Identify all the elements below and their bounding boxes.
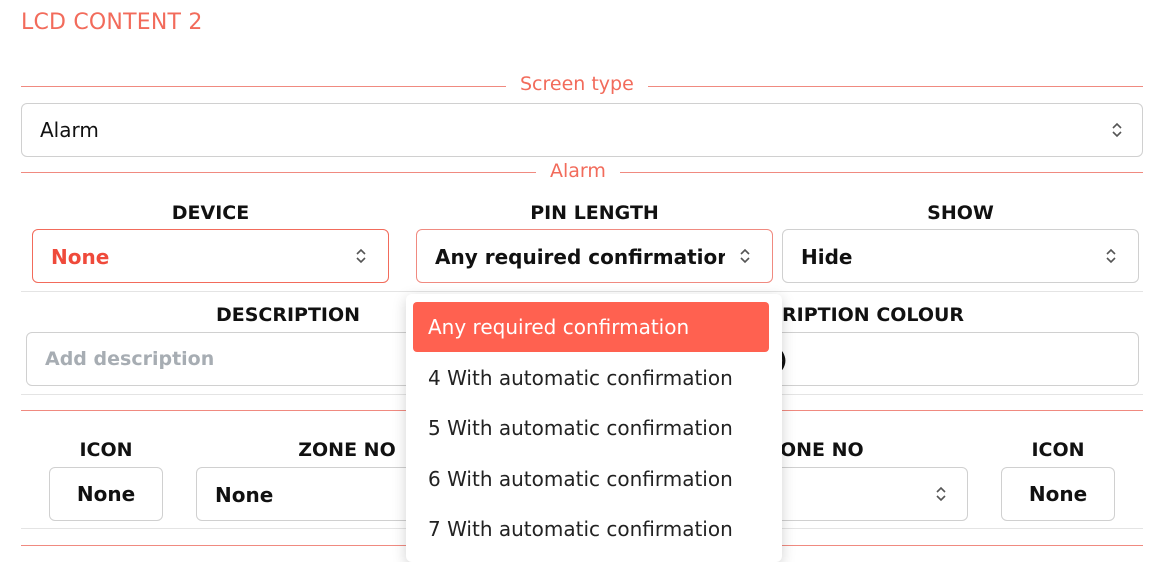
zone-no-value: None bbox=[215, 483, 274, 507]
icon-left-header: ICON bbox=[79, 439, 133, 461]
device-header: DEVICE bbox=[171, 202, 250, 224]
icon-right-button[interactable]: None bbox=[1001, 467, 1115, 521]
pin-length-value: Any required confirmatior bbox=[435, 245, 725, 269]
zone-no-header: ZONE NO bbox=[298, 439, 396, 461]
device-select[interactable]: None bbox=[32, 229, 389, 283]
pin-length-header: PIN LENGTH bbox=[530, 202, 659, 224]
dropdown-option[interactable]: 7 With automatic confirmation bbox=[428, 517, 733, 541]
description-header: DESCRIPTION bbox=[215, 304, 361, 326]
alarm-section-label: Alarm bbox=[536, 160, 620, 182]
pin-length-select[interactable]: Any required confirmatior bbox=[416, 229, 773, 283]
chevron-updown-icon bbox=[1112, 122, 1122, 138]
row-divider bbox=[21, 291, 1143, 292]
show-value: Hide bbox=[801, 245, 853, 269]
chevron-updown-icon bbox=[1106, 248, 1116, 264]
icon-left-button[interactable]: None bbox=[49, 467, 163, 521]
chevron-updown-icon bbox=[356, 248, 366, 264]
description-placeholder: Add description bbox=[45, 348, 215, 370]
icon-right-header: ICON bbox=[1031, 439, 1085, 461]
chevron-updown-icon bbox=[936, 486, 946, 502]
chevron-updown-icon bbox=[740, 248, 750, 264]
pin-length-dropdown: Any required confirmation 4 With automat… bbox=[406, 294, 782, 562]
show-header: SHOW bbox=[927, 202, 994, 224]
description-colour-header: RIPTION COLOUR bbox=[782, 304, 965, 326]
dropdown-option[interactable]: Any required confirmation bbox=[413, 302, 769, 352]
screen-type-label: Screen type bbox=[506, 73, 648, 95]
device-value: None bbox=[51, 245, 110, 269]
screen-type-value: Alarm bbox=[40, 118, 99, 142]
icon-left-value: None bbox=[76, 482, 136, 506]
screen-type-select[interactable]: Alarm bbox=[21, 103, 1143, 157]
dropdown-option[interactable]: 6 With automatic confirmation bbox=[428, 467, 733, 491]
dropdown-option[interactable]: 5 With automatic confirmation bbox=[428, 416, 733, 440]
dropdown-option[interactable]: 4 With automatic confirmation bbox=[428, 366, 733, 390]
show-select[interactable]: Hide bbox=[782, 229, 1139, 283]
zone-no-right-header: ONE NO bbox=[780, 439, 864, 461]
page-title: LCD CONTENT 2 bbox=[21, 10, 203, 35]
icon-right-value: None bbox=[1028, 482, 1088, 506]
description-colour-value: ) bbox=[778, 348, 788, 372]
